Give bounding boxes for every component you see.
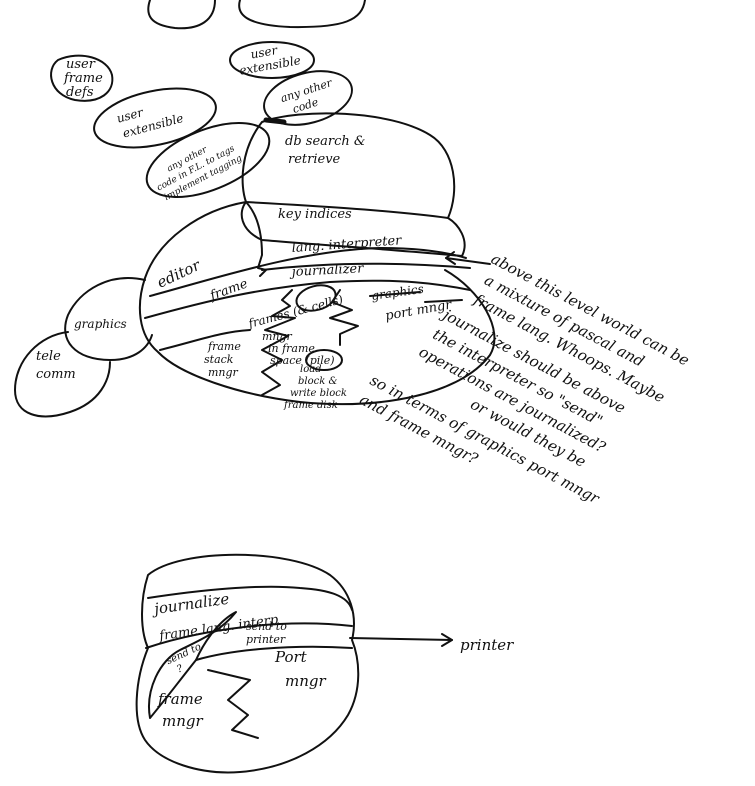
svg-text:load: load bbox=[300, 364, 322, 375]
printer-arrow-line bbox=[349, 637, 453, 641]
printer-label: printer bbox=[460, 636, 514, 654]
svg-text:frame: frame bbox=[157, 690, 203, 708]
dome-divider bbox=[245, 201, 267, 277]
frame-mngr-zigzag bbox=[261, 289, 296, 396]
db-search-label: db search & retrieve bbox=[285, 134, 365, 167]
svg-text:user: user bbox=[66, 57, 96, 72]
svg-text:comm: comm bbox=[36, 367, 76, 382]
annotation-arrow-head bbox=[445, 251, 456, 265]
svg-text:mngr: mngr bbox=[208, 366, 239, 379]
svg-text:frame disk: frame disk bbox=[283, 400, 338, 411]
graphics-struck-label: graphics bbox=[369, 282, 425, 303]
graphics-label: graphics bbox=[74, 317, 127, 331]
load-block-label: load block & write block frame disk bbox=[283, 364, 347, 411]
svg-text:defs: defs bbox=[66, 85, 94, 100]
svg-text:space (pile): space (pile) bbox=[270, 354, 335, 367]
key-indices-label: key indices bbox=[278, 207, 352, 222]
main-dome-outline bbox=[138, 201, 496, 406]
key-indices-band bbox=[240, 201, 466, 257]
telecomm-blob bbox=[14, 331, 111, 418]
svg-text:mngr: mngr bbox=[262, 330, 293, 343]
cells-circle bbox=[295, 284, 337, 312]
any-other-code-small-oval bbox=[263, 70, 353, 126]
frame-mngr-bottom-label: frame mngr bbox=[157, 690, 203, 730]
user-extensible-small-oval bbox=[229, 41, 315, 79]
pile-circle bbox=[305, 349, 343, 371]
annotation-note: above this level world can be a mixture … bbox=[357, 250, 693, 508]
lower-band-line bbox=[144, 279, 471, 319]
svg-text:?: ? bbox=[175, 663, 185, 676]
user-frame-defs-oval bbox=[50, 54, 114, 102]
graphics-blob bbox=[64, 277, 153, 361]
journalizer-label: journalizer bbox=[288, 261, 364, 280]
svg-text:block &: block & bbox=[298, 376, 337, 387]
svg-text:frames (& cells): frames (& cells) bbox=[246, 292, 345, 331]
lang-interpreter-line bbox=[149, 247, 467, 297]
svg-text:send to: send to bbox=[246, 620, 287, 633]
port-mngr-bottom-label: Port mngr bbox=[274, 648, 326, 690]
svg-text:mngr: mngr bbox=[285, 672, 326, 690]
bottom-zigzag bbox=[207, 669, 259, 739]
frame-label: frame bbox=[207, 276, 250, 304]
svg-text:retrieve: retrieve bbox=[288, 152, 341, 167]
svg-text:mngr: mngr bbox=[162, 712, 203, 730]
port-mngr-strike bbox=[424, 299, 463, 303]
db-search-dome bbox=[241, 112, 456, 219]
svg-text:printer: printer bbox=[246, 633, 286, 646]
journalizer-line bbox=[261, 262, 471, 271]
bottom-dome-outline bbox=[135, 553, 360, 774]
lower-left-line bbox=[159, 329, 251, 351]
printer-arrow-head bbox=[441, 633, 453, 647]
annotation-arrow-line bbox=[445, 257, 491, 265]
port-mngr-top-line bbox=[195, 645, 353, 661]
journalize-band-line bbox=[147, 585, 353, 611]
svg-text:frame: frame bbox=[207, 340, 241, 353]
telecomm-label: tele comm bbox=[36, 349, 76, 382]
svg-text:frame: frame bbox=[63, 71, 103, 86]
any-other-code-small-label: any other code bbox=[279, 76, 334, 116]
user-extensible-oval bbox=[93, 87, 217, 149]
svg-text:user: user bbox=[115, 105, 146, 126]
svg-text:tele: tele bbox=[36, 349, 61, 364]
svg-text:db search &: db search & bbox=[285, 134, 365, 149]
user-extensible-label: user extensible bbox=[115, 105, 185, 141]
mngr-in-frame-space-label: mngr in frame space (pile) bbox=[262, 330, 335, 367]
svg-text:stack: stack bbox=[204, 353, 234, 366]
svg-text:write block: write block bbox=[290, 388, 347, 399]
frame-lang-band-line bbox=[145, 622, 353, 649]
db-search-shading bbox=[263, 117, 287, 125]
send-to-printer-label: send to printer bbox=[246, 620, 287, 646]
svg-text:send to: send to bbox=[165, 641, 203, 667]
editor-label: editor bbox=[154, 256, 204, 292]
frame-stack-mngr-label: frame stack mngr bbox=[204, 340, 241, 379]
lang-interpreter-label: lang. interpreter bbox=[291, 233, 402, 256]
user-frame-defs-label: user frame defs bbox=[63, 57, 103, 100]
svg-text:in frame: in frame bbox=[268, 342, 315, 355]
cutoff-blob-left bbox=[147, 0, 216, 30]
svg-text:Port: Port bbox=[274, 648, 308, 666]
frames-cells-label: frames (& cells) bbox=[246, 292, 345, 331]
any-other-code-fl-oval bbox=[145, 122, 271, 198]
journalize-label: journalize bbox=[150, 590, 230, 619]
svg-text:user: user bbox=[250, 43, 280, 62]
send-to-loop bbox=[148, 611, 237, 719]
cutoff-blob-right bbox=[238, 0, 366, 29]
